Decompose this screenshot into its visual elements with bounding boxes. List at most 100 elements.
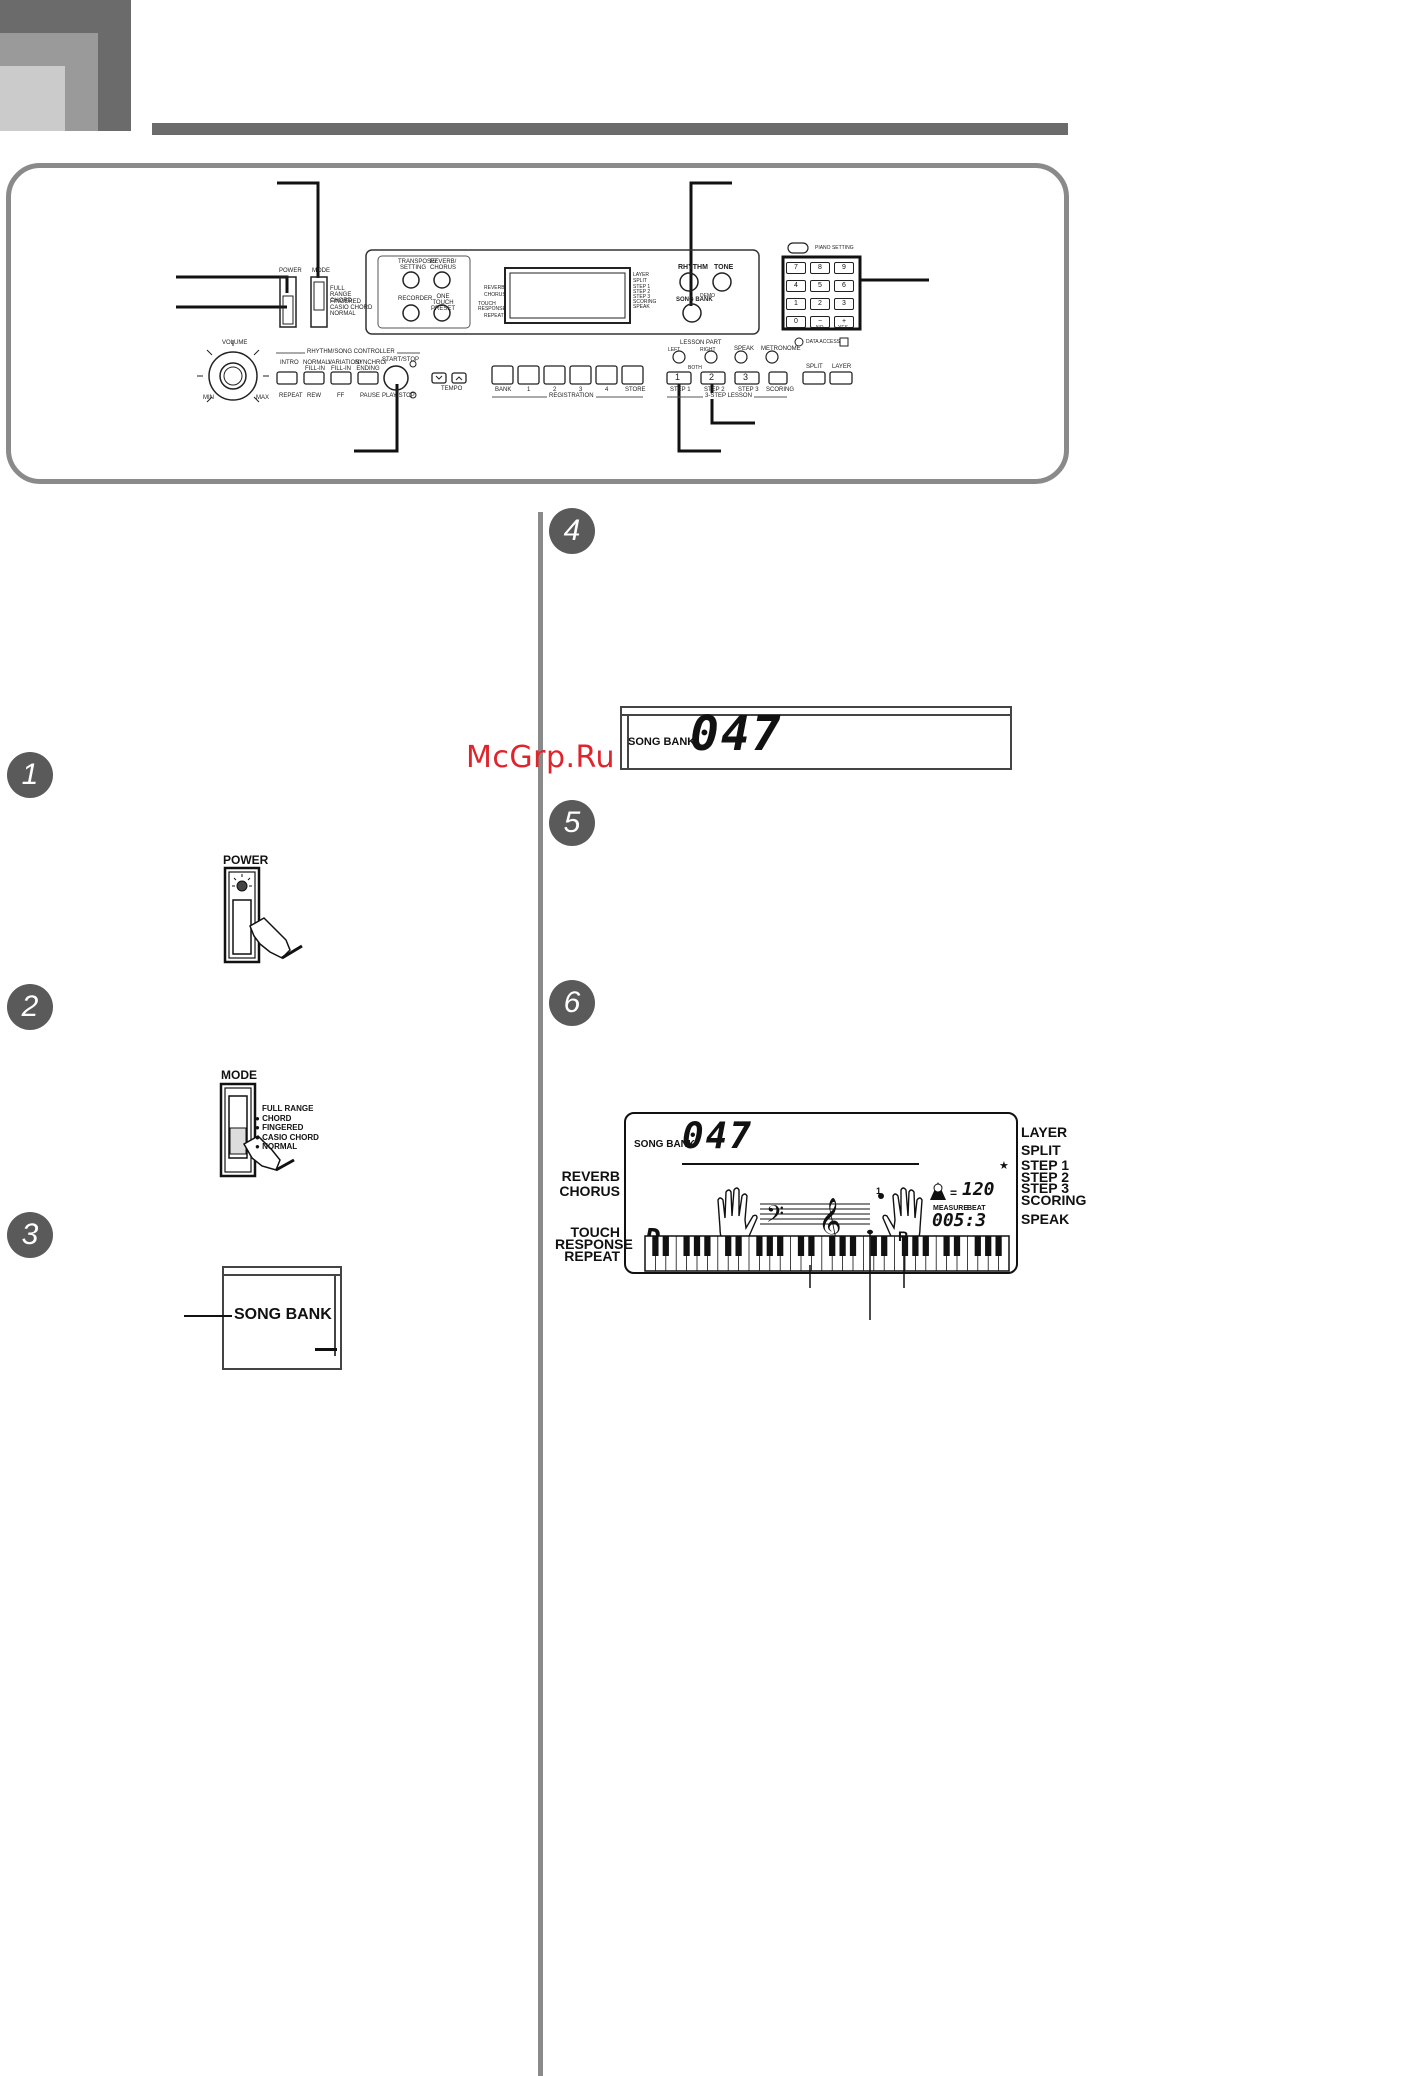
numpad-key-1[interactable]: 1 — [786, 298, 806, 310]
mode-option-casio-chord: ● CASIO CHORD — [255, 1132, 319, 1142]
numpad-key-7[interactable]: 7 — [786, 262, 806, 274]
step6-rule — [682, 1163, 919, 1165]
keyboard-panel-frame — [6, 163, 1069, 484]
numpad-key-5[interactable]: 5 — [810, 280, 830, 292]
lcd-black-key — [735, 1236, 742, 1256]
lcd-black-key — [995, 1236, 1002, 1256]
corner-tab-inner — [0, 66, 65, 131]
label-rhythm: RHYTHM — [678, 264, 708, 271]
numpad-key-0[interactable]: 0 — [786, 316, 806, 328]
step6-left-labels-2: TOUCH RESPONSE REPEAT — [555, 1224, 633, 1264]
step6-left-labels: REVERB CHORUS — [555, 1169, 620, 1199]
label-step3: STEP 3 — [738, 387, 759, 393]
header-rule — [152, 123, 1068, 135]
label-vol-min: MIN — [203, 395, 214, 401]
lcd-black-key — [693, 1236, 701, 1256]
step-number-6: 6 — [549, 980, 595, 1026]
lcd-black-key — [766, 1236, 773, 1256]
callout-power-top — [176, 275, 289, 293]
numpad-key-plus[interactable]: + — [834, 316, 854, 328]
step2-mode-switch-drawing — [219, 1082, 295, 1178]
lcd-black-key — [683, 1236, 690, 1256]
label-tone: TONE — [714, 264, 734, 271]
label-step2: STEP 2 — [704, 387, 725, 393]
label-volume: VOLUME — [222, 340, 248, 346]
finger-number-mark: 1 — [876, 1186, 881, 1196]
label-disp-step1: STEP 1 — [633, 284, 651, 290]
step6-tempo-eq: = — [950, 1186, 958, 1200]
step-number-2: 2 — [7, 984, 53, 1030]
label-registration: REGISTRATION — [547, 393, 596, 399]
numpad-key-4[interactable]: 4 — [786, 280, 806, 292]
panel-step-button-1[interactable]: 1 — [675, 372, 681, 382]
label-speak: SPEAK — [734, 346, 755, 352]
label-reverb-chorus: REVERB/ CHORUS — [430, 259, 457, 271]
label-split: SPLIT — [806, 364, 823, 370]
label-recorder: RECORDER — [398, 296, 433, 302]
numpad-key-8[interactable]: 8 — [810, 262, 830, 274]
label-scoring: SCORING — [766, 387, 795, 393]
lcd-label-repeat: REPEAT — [564, 1248, 620, 1264]
watermark: McGrp.Ru — [466, 740, 616, 775]
lcd-label-chorus: CHORUS — [559, 1183, 620, 1199]
label-reg1: 1 — [527, 387, 531, 393]
panel-step-button-3[interactable]: 3 — [743, 372, 749, 382]
label-reg2: 2 — [553, 387, 557, 393]
lcd-label-step2: STEP 2 — [1021, 1168, 1069, 1185]
label-intro: INTRO — [280, 360, 299, 366]
label-transpose-setting: TRANSPOSE/ SETTING — [398, 259, 437, 271]
lcd-label-touch: TOUCH — [570, 1224, 620, 1240]
label-tempo: TEMPO — [441, 386, 463, 392]
label-disp-speak: SPEAK — [633, 304, 650, 310]
step6-lcd-graphics: 𝄢 𝄞 1 — [644, 1182, 1010, 1320]
label-right: RIGHT — [700, 347, 716, 353]
label-power: POWER — [279, 268, 302, 274]
step6-tempo: 120 — [962, 1179, 995, 1200]
label-data-access: DATA ACCESS — [806, 339, 840, 345]
label-one-touch-preset: ONE TOUCH PRESET — [430, 294, 455, 312]
lcd-label-response: RESPONSE — [555, 1236, 633, 1252]
step4-song-number: 047 — [690, 706, 783, 762]
label-repeat: REPEAT — [279, 393, 303, 399]
callout-step1 — [677, 384, 721, 453]
keyboard-panel-drawing — [176, 181, 929, 453]
label-synchro-ending: SYNCHRO/ ENDING — [355, 360, 387, 372]
lcd-black-key — [725, 1236, 732, 1256]
label-casio-chord: CASIO CHORD — [330, 305, 373, 311]
label-layer: LAYER — [832, 364, 852, 370]
step3-cursor — [315, 1348, 337, 1351]
numpad-key-minus[interactable]: − — [810, 316, 830, 328]
label-rew: REW — [307, 393, 321, 399]
lcd-black-key — [881, 1236, 888, 1256]
lcd-label-speak: SPEAK — [1021, 1211, 1070, 1227]
numpad-key-2[interactable]: 2 — [810, 298, 830, 310]
column-divider — [538, 512, 543, 2076]
label-disp-step3: STEP 3 — [633, 294, 651, 300]
label-disp-layer: LAYER — [633, 272, 650, 278]
lcd-black-key — [808, 1236, 815, 1256]
label-disp-repeat: REPEAT — [484, 313, 504, 319]
lcd-label-scoring: SCORING — [1021, 1191, 1087, 1208]
step3-display — [222, 1266, 342, 1370]
step-number-5: 5 — [549, 800, 595, 846]
step6-measure-beat: 005:3 — [932, 1210, 987, 1231]
lcd-black-key — [797, 1236, 805, 1256]
numpad-key-9[interactable]: 9 — [834, 262, 854, 274]
lcd-black-key — [953, 1236, 961, 1256]
label-store: STORE — [625, 387, 646, 393]
step6-right-labels: LAYER SPLIT — [1021, 1123, 1067, 1159]
numpad-key-6[interactable]: 6 — [834, 280, 854, 292]
lcd-black-key — [985, 1236, 992, 1256]
lcd-black-key — [777, 1236, 784, 1256]
step6-beat-label: BEAT — [967, 1205, 986, 1212]
label-mode: MODE — [312, 268, 330, 274]
lcd-black-key — [901, 1236, 909, 1256]
step1-power-label: POWER — [223, 853, 269, 867]
panel-step-button-2[interactable]: 2 — [709, 372, 715, 382]
mode-option-full-range: FULL RANGE — [262, 1104, 314, 1113]
lcd-black-key — [704, 1236, 711, 1256]
label-yes: YES — [838, 325, 849, 331]
label-normal-fillin: NORMAL/ FILL-IN — [303, 360, 331, 372]
label-step1: STEP 1 — [670, 387, 691, 393]
numpad-key-3[interactable]: 3 — [834, 298, 854, 310]
